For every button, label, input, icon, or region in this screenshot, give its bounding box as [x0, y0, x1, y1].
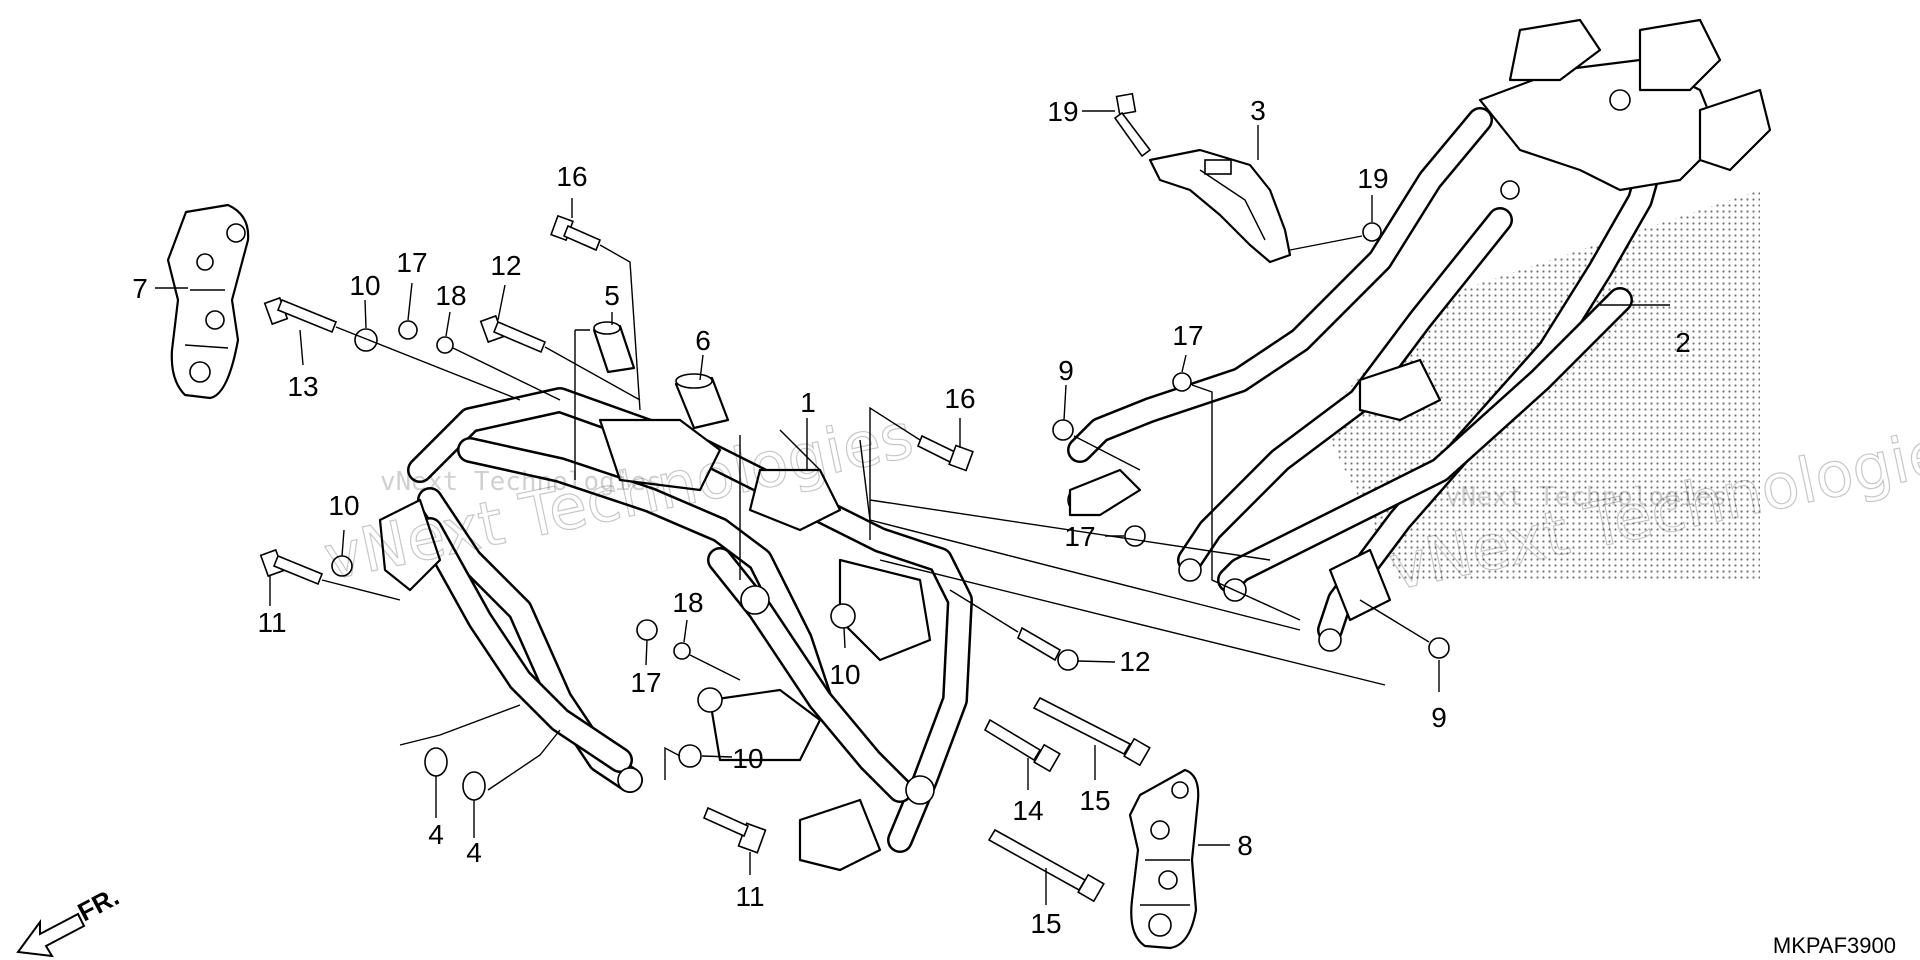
- callout-18-b: 18: [672, 587, 703, 618]
- bolt-15-upper: [1032, 696, 1151, 767]
- bolt-13: [263, 296, 338, 334]
- callout-17-d: 17: [1064, 521, 1095, 552]
- part-8-right-mount-plate: [1128, 768, 1200, 950]
- callout-12-b: 12: [1119, 646, 1150, 677]
- part-2-rear-frame: [1067, 18, 1772, 652]
- callout-19-b: 19: [1357, 163, 1388, 194]
- callout-11-a: 11: [257, 607, 286, 638]
- callout-9-a: 9: [1058, 355, 1074, 386]
- callout-10-a: 10: [349, 270, 380, 301]
- fasteners: [259, 92, 1450, 903]
- part-7-left-mount-plate: [166, 203, 250, 400]
- callout-6: 6: [695, 325, 711, 356]
- bolt-14: [983, 718, 1061, 773]
- bolt-11-lower: [702, 806, 767, 854]
- callout-17-c: 17: [1172, 320, 1203, 351]
- washer-9-a: [1052, 419, 1074, 441]
- callout-14: 14: [1012, 795, 1043, 826]
- collar-5: [592, 321, 636, 374]
- washer-18-a: [436, 336, 454, 354]
- watermark-small-left: vNext Technologies: [380, 467, 662, 497]
- bolt-19-right: [1362, 222, 1382, 242]
- callout-2: 2: [1675, 327, 1691, 358]
- leader-lines: [155, 110, 1670, 905]
- callout-10-b: 10: [328, 490, 359, 521]
- part-1-main-frame: [378, 387, 973, 872]
- callout-1: 1: [800, 387, 816, 418]
- bolt-12-lower: [1017, 626, 1079, 671]
- nut-17-c: [1172, 372, 1192, 392]
- washer-10-d: [678, 744, 702, 768]
- callout-15-b: 15: [1030, 908, 1061, 939]
- callout-13: 13: [287, 371, 318, 402]
- callout-11-b: 11: [735, 881, 764, 912]
- diagram-code: MKPAF3900: [1773, 933, 1896, 958]
- callout-19-a: 19: [1047, 96, 1078, 127]
- callout-4-b: 4: [466, 837, 482, 868]
- nut-17-a: [398, 320, 418, 340]
- callout-7: 7: [132, 273, 148, 304]
- callout-12-a: 12: [490, 250, 521, 281]
- bolt-15-lower: [987, 828, 1105, 903]
- front-arrow-icon: [16, 912, 86, 958]
- washer-4-a: [424, 747, 448, 777]
- callout-17-b: 17: [630, 667, 661, 698]
- front-direction-indicator: FR.: [16, 881, 124, 958]
- callout-18-a: 18: [435, 280, 466, 311]
- bolt-11-upper: [259, 548, 324, 586]
- callout-10-d: 10: [732, 743, 763, 774]
- bolt-19-left: [1113, 92, 1152, 158]
- washer-4-b: [462, 771, 486, 801]
- callout-16-a: 16: [556, 161, 587, 192]
- callout-3: 3: [1250, 95, 1266, 126]
- callout-10-c: 10: [829, 659, 860, 690]
- callout-17-a: 17: [396, 247, 427, 278]
- callout-16-b: 16: [944, 383, 975, 414]
- collar-6: [674, 373, 730, 430]
- callout-9-b: 9: [1431, 702, 1447, 733]
- bolt-16-lower: [916, 434, 974, 472]
- part-3-bracket: [1148, 148, 1292, 264]
- callout-4-a: 4: [428, 819, 444, 850]
- watermark-small-right: vNext Technologies: [1445, 482, 1727, 512]
- washer-10-a: [354, 328, 378, 352]
- bolt-12-upper: [479, 314, 547, 354]
- callout-15-a: 15: [1079, 785, 1110, 816]
- washer-9-b: [1428, 637, 1450, 659]
- callout-labels: 1 2 3 4 4 5 6 7 8 9 9 10 10 10 10 11 11 …: [132, 95, 1691, 939]
- callout-8: 8: [1237, 830, 1253, 861]
- nut-17-b: [636, 619, 658, 641]
- washer-18-b: [673, 642, 691, 660]
- nut-17-d: [1124, 525, 1146, 547]
- washer-10-c: [830, 603, 856, 629]
- callout-5: 5: [604, 280, 620, 311]
- bolt-16-upper: [550, 214, 602, 252]
